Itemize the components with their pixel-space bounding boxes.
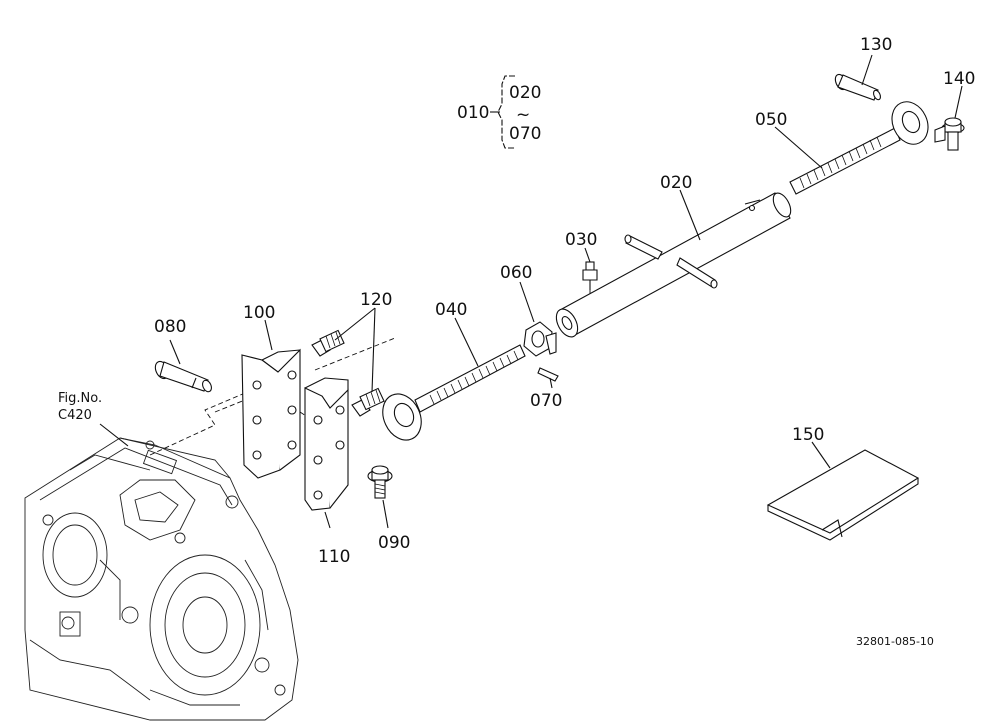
label-020: 020 — [660, 173, 692, 193]
pin-080 — [154, 360, 212, 393]
label-130: 130 — [860, 35, 892, 55]
label-range-end-070: 070 — [509, 124, 541, 144]
label-120: 120 — [360, 290, 392, 310]
bolt-120-lower — [351, 387, 385, 417]
tube-020 — [555, 192, 792, 338]
label-150: 150 — [792, 425, 824, 445]
center-line-bracket — [149, 392, 246, 456]
pin-070-lower — [537, 367, 559, 382]
label-100: 100 — [243, 303, 275, 323]
label-060: 060 — [500, 263, 532, 283]
label-070: 070 — [530, 391, 562, 411]
label-030: 030 — [565, 230, 597, 250]
bolt-140 — [934, 117, 965, 151]
drawing-number: 32801-085-10 — [856, 635, 934, 648]
label-080: 080 — [154, 317, 186, 337]
part-labels: 080 100 120 110 090 040 060 070 030 020 … — [154, 35, 975, 567]
bracket-110 — [304, 377, 349, 511]
figure-reference: Fig.No. C420 — [58, 391, 129, 447]
rod-end-040 — [382, 344, 526, 441]
figure-ref-line2: C420 — [58, 408, 92, 423]
transmission-housing — [24, 437, 299, 721]
bolt-090 — [367, 465, 393, 499]
label-140: 140 — [943, 69, 975, 89]
label-010: 010 — [457, 103, 489, 123]
assembly-group-010: 010 020 ~ 070 — [457, 75, 541, 149]
manual-150 — [766, 449, 920, 541]
label-050: 050 — [755, 110, 787, 130]
label-090: 090 — [378, 533, 410, 553]
rod-end-050 — [789, 101, 929, 195]
range-tilde: ~ — [516, 105, 530, 125]
bracket-100 — [241, 348, 301, 479]
label-110: 110 — [318, 547, 350, 567]
bolt-120-upper — [311, 329, 345, 357]
figure-ref-line1: Fig.No. — [58, 391, 102, 406]
label-040: 040 — [435, 300, 467, 320]
label-range-start-020: 020 — [509, 83, 541, 103]
pin-070-upper — [545, 332, 557, 355]
pin-130 — [834, 73, 881, 101]
leader-lines — [169, 54, 963, 529]
